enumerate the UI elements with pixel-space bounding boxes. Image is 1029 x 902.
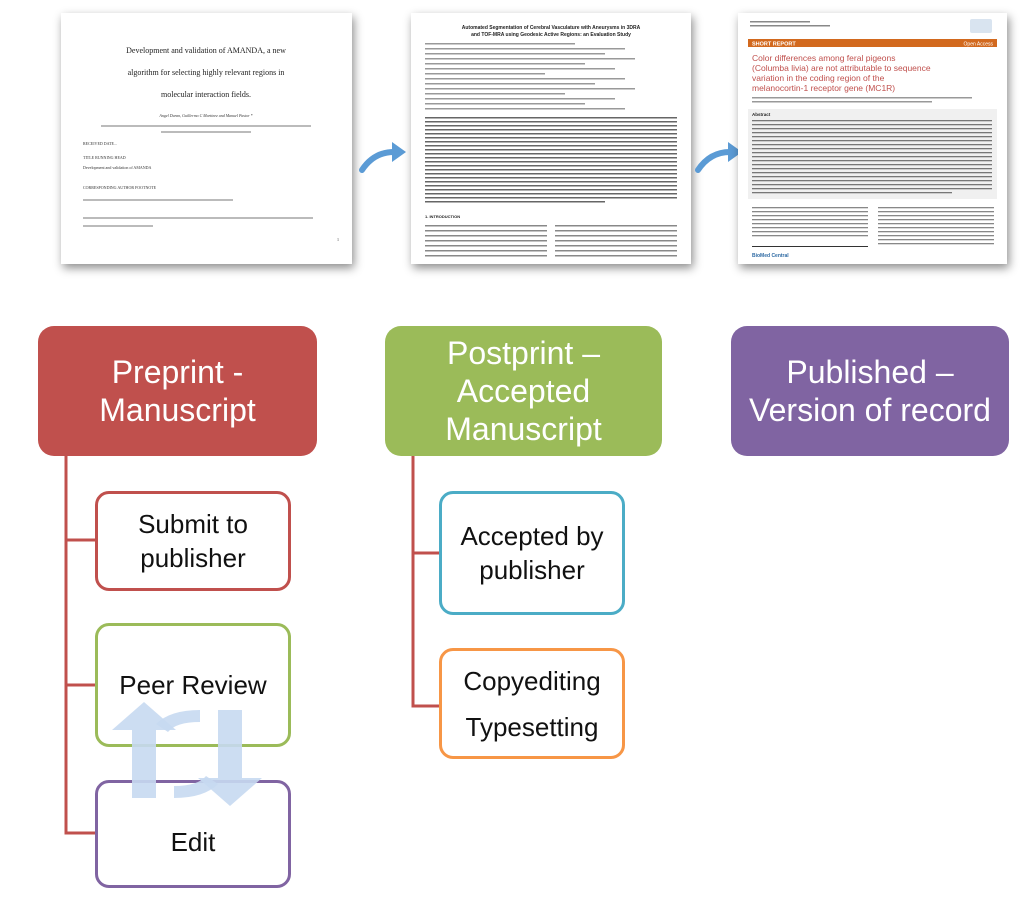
published-banner-label: SHORT REPORT	[752, 42, 796, 48]
preprint-document-page: Development and validation of AMANDA, a …	[61, 13, 352, 264]
preprint-corresponding: CORRESPONDING AUTHOR FOOTNOTE	[83, 185, 157, 190]
published-title-line-2: (Columba livia) are not attributable to …	[752, 63, 931, 73]
typesetting-label: Typesetting	[465, 711, 599, 742]
postprint-document-page: Automated Segmentation of Cerebral Vascu…	[411, 13, 691, 264]
preprint-authors: Angel Duran, Guillermo C Martinez and Ma…	[158, 113, 252, 119]
copyediting-label: Copyediting	[463, 665, 601, 696]
published-title-line-1: Color differences among feral pigeons	[752, 53, 895, 63]
curved-arrow-icon	[694, 138, 746, 183]
postprint-title-line-2: and TOF-MRA using Geodesic Active Region…	[471, 32, 631, 38]
postprint-heading-box: Postprint – Accepted Manuscript	[385, 326, 662, 456]
edit-box: Edit	[95, 780, 291, 888]
submit-line-2: publisher	[140, 543, 246, 573]
preprint-heading-line-2: Manuscript	[99, 392, 256, 428]
edit-label: Edit	[170, 827, 216, 857]
published-publisher-logo: BioMed Central	[752, 253, 789, 259]
short-report-banner	[748, 39, 997, 47]
published-heading-line-1: Published –	[786, 354, 954, 390]
published-heading-box: Published – Version of record	[731, 326, 1009, 456]
preprint-running-head-label: TITLE RUNNING HEAD	[83, 155, 126, 160]
postprint-heading-line-2: Accepted	[456, 373, 591, 409]
publisher-logo-icon	[970, 19, 992, 33]
review-edit-cycle-arrows-icon	[112, 702, 262, 806]
peer-review-label: Peer Review	[119, 670, 267, 700]
accepted-line-2: publisher	[479, 555, 585, 585]
preprint-document-thumbnail: Development and validation of AMANDA, a …	[61, 13, 352, 264]
postprint-heading-line-3: Manuscript	[445, 411, 602, 447]
accepted-by-publisher-box: Accepted by publisher	[439, 491, 625, 615]
postprint-title-line-1: Automated Segmentation of Cerebral Vascu…	[462, 25, 641, 31]
preprint-page-number: 1	[337, 237, 339, 242]
published-document-thumbnail: SHORT REPORT Open Access Color differenc…	[738, 13, 1007, 264]
published-heading-line-2: Version of record	[749, 392, 991, 428]
submit-line-1: Submit to	[138, 509, 248, 539]
accepted-line-1: Accepted by	[460, 521, 604, 551]
preprint-heading-line-1: Preprint -	[111, 354, 244, 390]
preprint-title-line-1: Development and validation of AMANDA, a …	[126, 46, 286, 55]
preprint-title-line-3: molecular interaction fields.	[161, 90, 251, 99]
published-title-line-3: variation in the coding region of the	[752, 73, 885, 83]
copyediting-typesetting-box: Copyediting Typesetting	[439, 648, 625, 759]
preprint-running-head: Development and validation of AMANDA	[83, 165, 152, 170]
preprint-received: RECEIVED DATE...	[83, 141, 117, 146]
preprint-title-line-2: algorithm for selecting highly relevant …	[128, 68, 285, 77]
published-title-line-4: melanocortin-1 receptor gene (MC1R)	[752, 83, 895, 93]
curved-arrow-icon	[358, 138, 410, 183]
published-document-page: SHORT REPORT Open Access Color differenc…	[738, 13, 1007, 264]
postprint-section-heading: 1. INTRODUCTION	[425, 214, 460, 219]
postprint-heading-line-1: Postprint –	[447, 335, 600, 371]
published-open-access: Open Access	[964, 42, 994, 48]
postprint-document-thumbnail: Automated Segmentation of Cerebral Vascu…	[411, 13, 691, 264]
published-abstract-label: Abstract	[752, 112, 771, 117]
submit-to-publisher-box: Submit to publisher	[95, 491, 291, 591]
preprint-heading-box: Preprint - Manuscript	[38, 326, 317, 456]
